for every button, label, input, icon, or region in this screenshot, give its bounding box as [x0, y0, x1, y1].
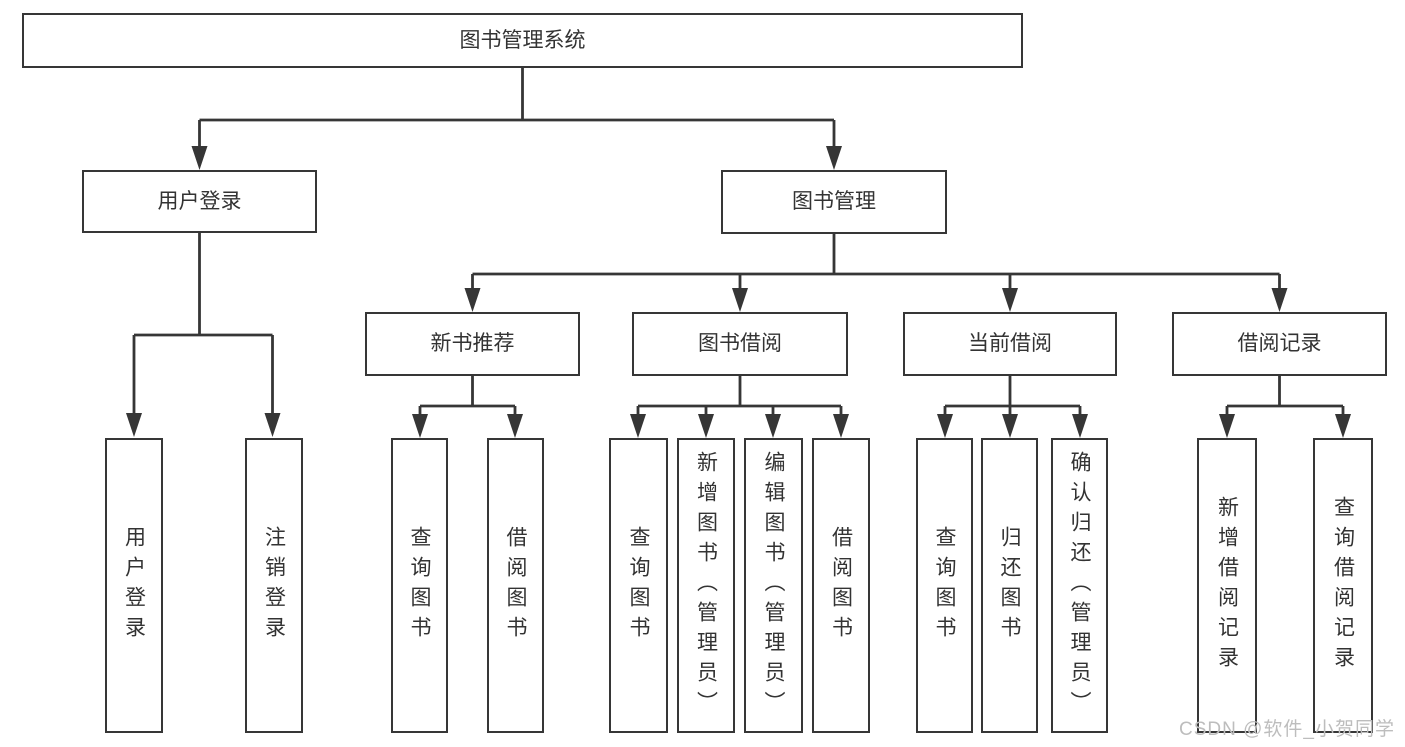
arrowhead [732, 288, 748, 312]
arrowhead [1002, 414, 1018, 438]
arrowhead [264, 413, 281, 437]
node-new-book-recommend: 新书推荐 [365, 312, 580, 376]
arrowhead [937, 414, 953, 438]
arrowhead [1002, 288, 1018, 312]
leaf-user-login: 用户登录 [105, 438, 163, 733]
leaf-logout: 注销登录 [245, 438, 303, 733]
arrowhead [1335, 414, 1351, 438]
arrowhead [698, 414, 714, 438]
arrowhead [507, 414, 523, 438]
leaf-edit-books-admin: 编辑图书（管理员） [744, 438, 803, 733]
arrowhead [464, 288, 481, 312]
leaf-return-books: 归还图书 [981, 438, 1038, 733]
leaf-query-books-current: 查询图书 [916, 438, 973, 733]
arrowhead [412, 414, 428, 438]
node-book-borrowing: 图书借阅 [632, 312, 848, 376]
leaf-borrow-books-recommend: 借阅图书 [487, 438, 544, 733]
arrowhead [1072, 414, 1088, 438]
arrowhead [1271, 288, 1288, 312]
arrowhead [630, 414, 646, 438]
leaf-query-books-borrowing: 查询图书 [609, 438, 668, 733]
leaf-add-borrow-record: 新增借阅记录 [1197, 438, 1257, 733]
arrowhead [126, 413, 142, 437]
leaf-add-books-admin: 新增图书（管理员） [677, 438, 735, 733]
arrowhead [191, 146, 208, 170]
leaf-query-borrow-record: 查询借阅记录 [1313, 438, 1373, 733]
arrowhead [826, 146, 842, 170]
watermark: CSDN @软件_小贺同学 [1179, 719, 1395, 740]
arrowhead [765, 414, 781, 438]
node-root: 图书管理系统 [22, 13, 1023, 68]
node-borrowing-records: 借阅记录 [1172, 312, 1387, 376]
node-current-borrowing: 当前借阅 [903, 312, 1117, 376]
node-book-management: 图书管理 [721, 170, 947, 234]
arrowhead [1219, 414, 1235, 438]
node-user-login: 用户登录 [82, 170, 317, 233]
leaf-query-books-recommend: 查询图书 [391, 438, 448, 733]
leaf-confirm-return-admin: 确认归还（管理员） [1051, 438, 1108, 733]
leaf-borrow-books-borrowing: 借阅图书 [812, 438, 870, 733]
arrowhead [833, 414, 849, 438]
